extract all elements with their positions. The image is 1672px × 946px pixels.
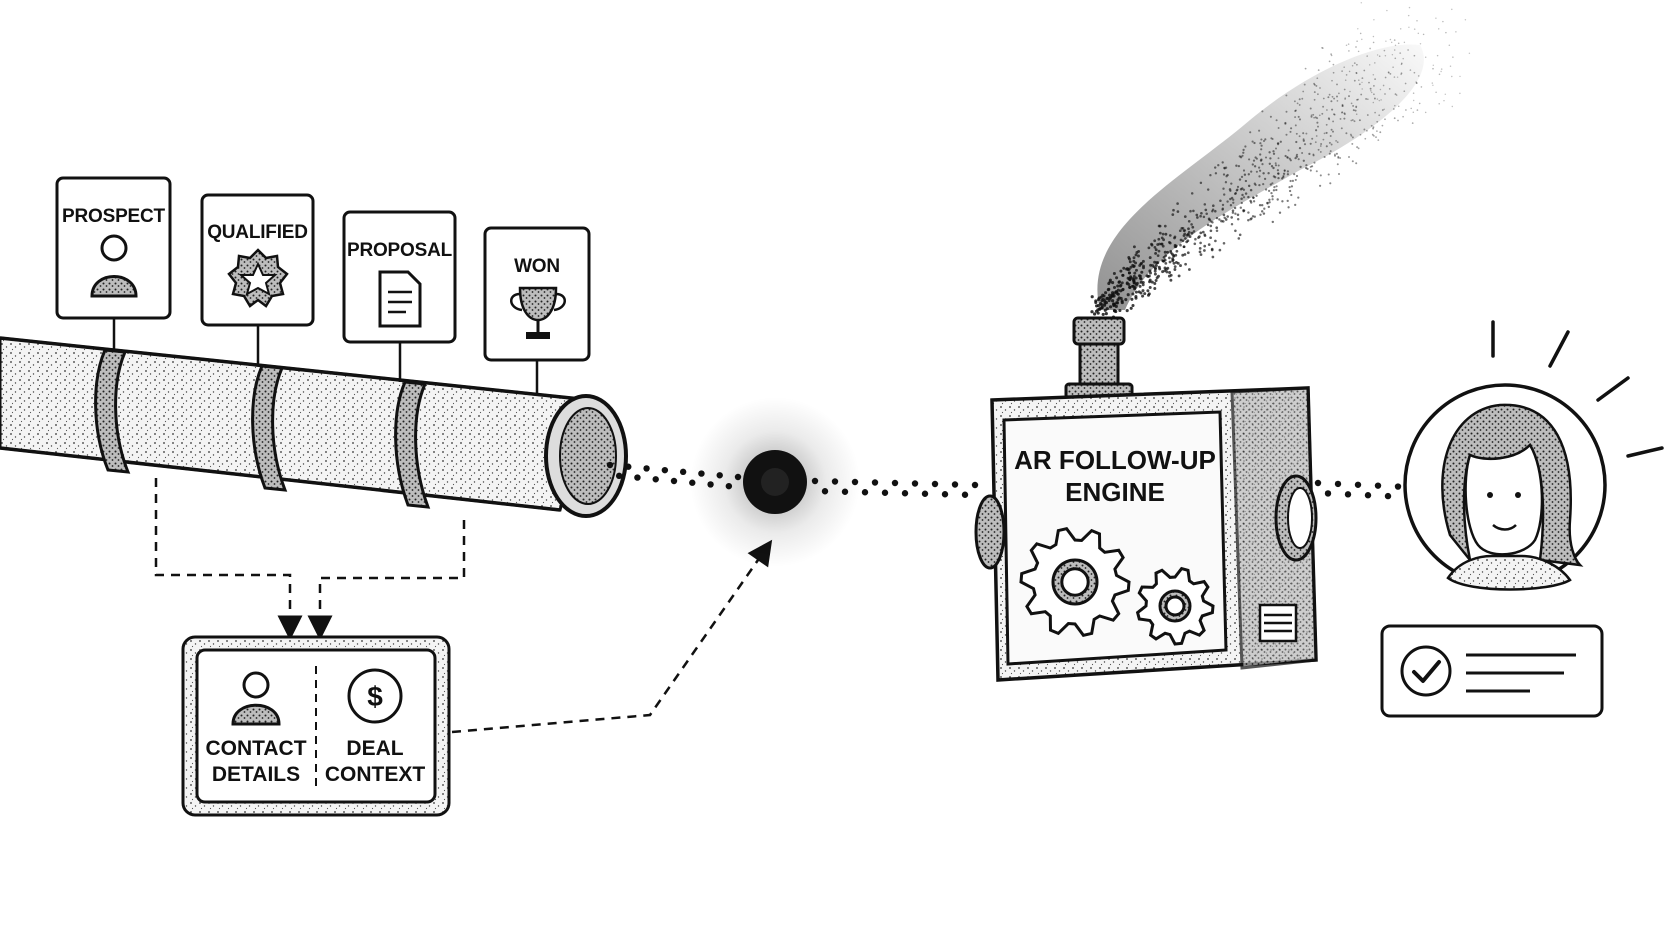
contact-label-line1: CONTACT	[205, 737, 307, 760]
svg-text:$: $	[367, 681, 383, 712]
recipient	[1380, 320, 1664, 718]
engine-label-line1: AR FOLLOW-UP	[1014, 445, 1216, 475]
dashed-connector	[154, 478, 773, 734]
contact-person-icon	[231, 671, 281, 726]
stage-label-prospect: PROSPECT	[62, 206, 165, 227]
engine-label-line2: ENGINE	[1065, 477, 1165, 507]
stage-label-qualified: QUALIFIED	[207, 222, 308, 243]
engine-label: AR FOLLOW-UP ENGINE	[1010, 444, 1220, 508]
vent	[1258, 603, 1298, 643]
stage-card-won	[483, 226, 591, 395]
trophy-icon	[510, 286, 566, 339]
deal-label-line1: DEAL	[346, 737, 404, 760]
dollar-icon: $	[347, 668, 403, 724]
deal-context-label: DEAL CONTEXT	[318, 736, 432, 788]
stage-card-qualified	[200, 193, 315, 366]
stage-card-proposal	[342, 210, 457, 382]
gears-icon	[1019, 527, 1215, 646]
contact-details-label: CONTACT DETAILS	[199, 736, 313, 788]
data-box: $	[181, 635, 451, 817]
deal-label-line2: CONTEXT	[324, 763, 426, 786]
confirmation-card	[1380, 624, 1604, 718]
checkmark-icon	[1400, 645, 1452, 697]
merge-node	[690, 397, 860, 567]
pipe-ring	[94, 348, 131, 474]
woman-avatar-icon	[1403, 383, 1607, 591]
smoke-plume	[1090, 2, 1471, 320]
stage-label-won: WON	[514, 256, 560, 277]
ar-follow-up-engine	[974, 2, 1471, 682]
document-icon	[378, 270, 422, 328]
stage-label-proposal: PROPOSAL	[346, 240, 453, 261]
sales-pipeline-pipe	[0, 336, 628, 518]
star-badge-icon	[227, 248, 289, 308]
stage-card-prospect	[55, 176, 172, 350]
pipe-ring	[251, 364, 288, 492]
contact-label-line2: DETAILS	[211, 763, 301, 786]
person-icon	[90, 234, 138, 298]
pipe-opening	[544, 394, 628, 518]
attention-rays	[1491, 320, 1664, 458]
pipe-ring	[394, 380, 431, 509]
